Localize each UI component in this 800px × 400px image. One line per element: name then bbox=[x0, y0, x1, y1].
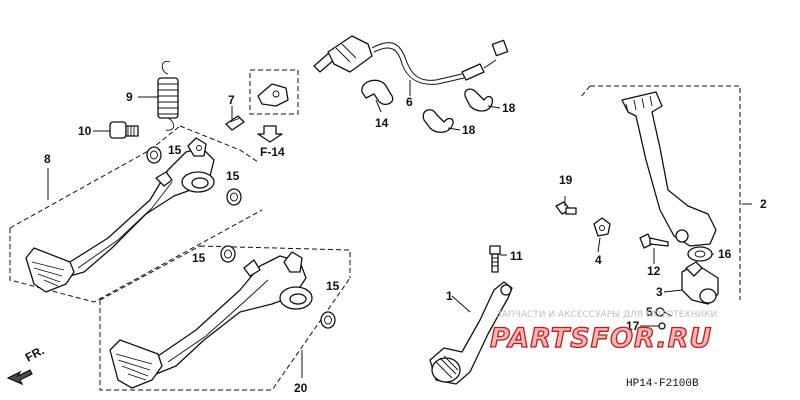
callout-7: 7 bbox=[228, 93, 235, 107]
washer-16 bbox=[687, 246, 713, 262]
kick-hub bbox=[681, 261, 719, 305]
callout-20: 20 bbox=[294, 381, 308, 395]
callout-11: 11 bbox=[510, 249, 523, 263]
callout-18-a: 18 bbox=[502, 101, 516, 115]
stop-switch bbox=[313, 35, 509, 85]
return-spring bbox=[157, 60, 179, 131]
callout-6: 6 bbox=[406, 95, 413, 109]
callout-15-d: 15 bbox=[326, 279, 340, 293]
callout-1: 1 bbox=[446, 289, 453, 303]
bolt-19 bbox=[555, 201, 577, 215]
callout-5: 5 bbox=[646, 305, 653, 319]
pivot-bolt bbox=[109, 121, 139, 139]
callout-10: 10 bbox=[78, 124, 92, 138]
callouts: 9 10 7 15 15 8 6 14 18 18 19 11 4 2 12 1… bbox=[44, 90, 767, 395]
reference-label: F-14 bbox=[260, 145, 285, 159]
callout-18-b: 18 bbox=[462, 123, 476, 137]
washer-15-upper bbox=[146, 146, 162, 164]
washer-15-lower-left bbox=[220, 245, 236, 263]
callout-3: 3 bbox=[656, 285, 663, 299]
diagram-code: HP14-F2100B bbox=[626, 378, 699, 390]
callout-16: 16 bbox=[718, 247, 732, 261]
kickstarter-arm bbox=[579, 85, 741, 300]
washer-15-right bbox=[226, 188, 242, 206]
small-screw bbox=[225, 115, 245, 131]
callout-12: 12 bbox=[647, 264, 661, 278]
clamp-14 bbox=[361, 79, 394, 106]
callout-14: 14 bbox=[375, 116, 389, 130]
callout-4: 4 bbox=[595, 253, 602, 267]
reference-detail bbox=[249, 69, 299, 143]
front-direction-arrow: FR. bbox=[6, 343, 47, 386]
brake-pedal-lower bbox=[99, 245, 351, 391]
nut-4 bbox=[593, 217, 611, 237]
leader-lines bbox=[47, 80, 752, 378]
brake-pedal-upper bbox=[9, 125, 263, 303]
callout-19: 19 bbox=[559, 173, 573, 187]
watermark-logo: PARTSFOR.RU bbox=[490, 323, 712, 354]
clamp-18-right bbox=[464, 88, 494, 112]
callout-15-b: 15 bbox=[226, 169, 240, 183]
direction-label: FR. bbox=[23, 343, 47, 364]
callout-15-c: 15 bbox=[192, 251, 206, 265]
washer-15-lower-right bbox=[320, 311, 336, 329]
watermark-caption: ЗАПЧАСТИ И АКСЕССУАРЫ ДЛЯ МОТОТЕХНИКИ bbox=[496, 310, 717, 320]
clamp-18-center bbox=[422, 109, 454, 133]
callout-2: 2 bbox=[760, 197, 767, 211]
gearshift-pedal bbox=[429, 281, 513, 385]
callout-15-a: 15 bbox=[168, 143, 182, 157]
bolt-11 bbox=[489, 245, 501, 273]
watermark: ЗАПЧАСТИ И АКСЕССУАРЫ ДЛЯ МОТОТЕХНИКИ PA… bbox=[489, 310, 717, 355]
callout-8: 8 bbox=[44, 152, 51, 166]
pinch-bolt-12 bbox=[639, 233, 669, 249]
callout-17: 17 bbox=[626, 319, 640, 333]
callout-9: 9 bbox=[126, 90, 133, 104]
